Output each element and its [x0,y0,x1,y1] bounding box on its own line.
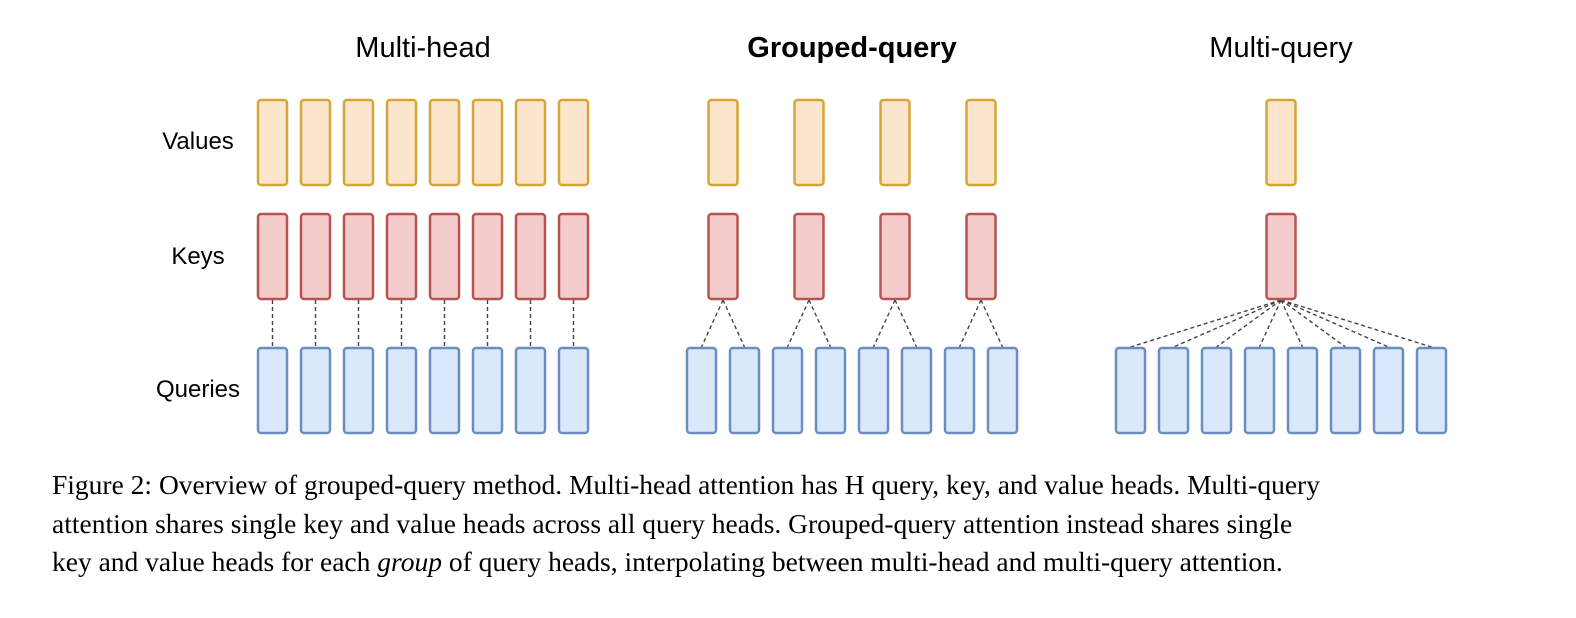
value-head [471,98,504,187]
key-head [256,212,289,301]
query-head [771,346,804,435]
key-query-connector [700,299,724,348]
query-head [986,346,1019,435]
value-head [514,98,547,187]
key-head [342,212,375,301]
key-query-connector [786,299,810,348]
caption-line-3: key and value heads for each group of qu… [52,543,1527,582]
key-query-connector [1280,299,1389,348]
query-head [857,346,890,435]
query-head [557,346,590,435]
query-head [1329,346,1362,435]
row-label-values: Values [162,128,234,155]
value-head [385,98,418,187]
query-head [1200,346,1233,435]
caption-line-1: Figure 2: Overview of grouped-query meth… [52,469,1320,500]
query-head [1157,346,1190,435]
key-query-connector [722,299,746,348]
key-query-connector [894,299,918,348]
query-head [1286,346,1319,435]
caption-emphasis-group: group [377,546,442,577]
value-head [707,98,739,187]
query-head [1114,346,1147,435]
row-label-queries: Queries [156,376,240,403]
value-head [1265,98,1297,187]
key-head [557,212,590,301]
value-head [256,98,289,187]
query-head [256,346,289,435]
key-query-connector [872,299,896,348]
value-head [793,98,825,187]
key-query-connector [1258,299,1282,348]
key-query-connector [1130,299,1282,348]
caption-line-3-start: key and value heads for each [52,546,378,577]
query-head [1243,346,1276,435]
value-head [428,98,461,187]
panel-grouped-query: Grouped-query [685,32,1019,435]
key-query-connector [1280,299,1304,348]
key-head [514,212,547,301]
panel-multi-head: Multi-head [256,32,590,435]
key-head [793,212,825,301]
key-head [707,212,739,301]
query-head [814,346,847,435]
query-head [428,346,461,435]
key-query-connector [1280,299,1432,348]
caption-line-2: attention shares single key and value he… [52,507,1293,539]
key-query-connector [808,299,832,348]
query-head [471,346,504,435]
key-head [965,212,997,301]
query-head [685,346,718,435]
query-head [299,346,332,435]
caption-line-3-end: of query heads, interpolating between mu… [441,546,1283,577]
key-query-connector [1173,299,1282,348]
attention-variants-diagram: Values Keys Queries Multi-head Grouped-qu… [156,32,1448,435]
query-head [943,346,976,435]
panel-title: Grouped-query [747,32,956,64]
key-query-connector [1280,299,1346,348]
key-head [385,212,418,301]
value-head [557,98,590,187]
panels: Multi-head Grouped-query Multi-query [256,32,1448,435]
query-head [900,346,933,435]
value-head [342,98,375,187]
query-head [728,346,761,435]
panel-title: Multi-head [355,32,490,64]
key-head [879,212,911,301]
key-query-connector [958,299,982,348]
key-head [1265,212,1297,301]
query-head [514,346,547,435]
row-label-keys: Keys [171,243,224,270]
row-labels: Values Keys Queries [156,128,240,403]
key-head [299,212,332,301]
key-query-connector [1216,299,1282,348]
query-head [342,346,375,435]
key-head [428,212,461,301]
query-head [1415,346,1448,435]
query-head [385,346,418,435]
figure-caption: Figure 2: Overview of grouped-query meth… [52,466,1527,582]
panel-multi-query: Multi-query [1114,32,1448,435]
value-head [299,98,332,187]
panel-title: Multi-query [1209,32,1353,64]
key-query-connector [980,299,1004,348]
value-head [879,98,911,187]
query-head [1372,346,1405,435]
value-head [965,98,997,187]
key-head [471,212,504,301]
